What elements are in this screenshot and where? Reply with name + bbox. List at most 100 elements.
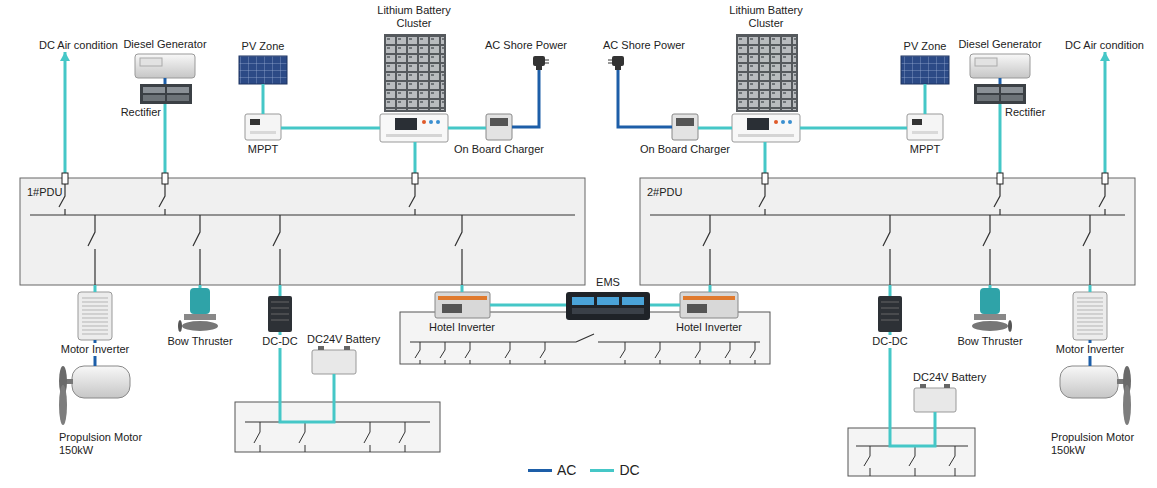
dcdc-node: DC-DC xyxy=(878,296,902,332)
legend-swatch xyxy=(590,469,614,472)
rectifier-node: Rectifier xyxy=(974,84,1026,104)
fuse-symbol xyxy=(762,173,768,184)
rectifier-icon xyxy=(977,87,999,93)
pdu-bus xyxy=(703,215,1090,285)
pv-node: PV Zone xyxy=(239,56,287,84)
ems-icon xyxy=(597,297,619,305)
power-line xyxy=(512,70,539,127)
power-line xyxy=(279,285,282,296)
battery-controller-icon xyxy=(422,120,426,124)
inverter-node: Hotel Inverter xyxy=(680,292,738,318)
shore-plug-icon xyxy=(612,56,624,66)
power-line xyxy=(448,127,486,130)
propulsion-motor-icon xyxy=(1060,366,1118,398)
motor-inverter-icon xyxy=(78,292,112,340)
hotel-inverter-icon xyxy=(442,304,462,313)
charger-icon xyxy=(672,114,698,140)
dc-dc-icon xyxy=(881,302,899,320)
node-label: Lithium Battery Cluster xyxy=(717,4,815,30)
dc24v-battery-icon xyxy=(344,346,350,350)
node-label: Bow Thruster xyxy=(956,335,1023,348)
motor-inverter-icon xyxy=(1077,296,1103,336)
pv-panel-icon xyxy=(239,56,287,84)
battery-rack-icon xyxy=(384,34,798,112)
diesel-generator-icon xyxy=(970,54,1030,78)
dc-dc-icon xyxy=(268,296,902,332)
dc24v-switchboard xyxy=(848,428,975,476)
power-line xyxy=(924,84,927,114)
motor-inverter-icon xyxy=(1073,292,1107,340)
propulsion-motor-icon xyxy=(1123,385,1131,425)
charger-icon xyxy=(486,114,512,140)
legend-text: AC xyxy=(557,462,576,478)
shore-power-node: AC Shore Power xyxy=(530,56,548,70)
mppt-icon xyxy=(245,114,281,140)
rectifier-icon xyxy=(167,87,189,93)
inverter-node: Hotel Inverter xyxy=(435,292,490,318)
fuse-symbol xyxy=(162,173,168,184)
shore-plug-icon xyxy=(533,56,545,66)
dc24v-switchboard xyxy=(235,402,440,452)
node-label: On Board Charger xyxy=(453,143,545,156)
bow-thruster-icon xyxy=(178,288,1012,332)
node-label: PV Zone xyxy=(903,40,948,53)
propulsion-motor-icon xyxy=(59,366,1131,425)
dcdc-node: DC-DC xyxy=(268,296,292,332)
dc24v-battery-icon xyxy=(312,346,956,412)
mppt-icon xyxy=(912,119,922,125)
power-line xyxy=(199,285,202,288)
power-line xyxy=(650,304,680,307)
bow-thruster-icon xyxy=(1008,320,1012,332)
bow-thruster-icon xyxy=(184,314,216,320)
rectifier-icon xyxy=(140,84,192,104)
node-label: DC Air condition xyxy=(38,39,119,52)
inverter-node: Motor Inverter xyxy=(78,292,112,340)
pv-node: PV Zone xyxy=(901,56,949,84)
charger-icon xyxy=(676,118,694,126)
battery-controller-icon xyxy=(747,118,769,130)
power-line xyxy=(94,285,97,292)
generator-node: Diesel Generator xyxy=(135,54,195,78)
inverter-node: Motor Inverter xyxy=(1073,292,1107,340)
hotel-switchboard xyxy=(410,334,760,342)
dc24v-battery-icon xyxy=(944,384,950,388)
generator-node: Diesel Generator xyxy=(970,54,1030,78)
power-line xyxy=(698,127,732,130)
battery-controller-icon xyxy=(429,120,433,124)
pdu-bus xyxy=(30,214,1125,215)
bow-thruster-icon xyxy=(972,321,1008,331)
motor-node: Propulsion Motor 150kW xyxy=(58,366,138,428)
mppt-icon xyxy=(250,131,276,134)
power-line xyxy=(164,104,167,178)
node-label: Motor Inverter xyxy=(60,343,130,356)
node-label: DC24V Battery xyxy=(306,333,381,346)
dc24v-switchboard xyxy=(235,402,975,476)
diesel-generator-icon xyxy=(140,58,162,66)
battery-controller-icon xyxy=(738,134,794,137)
node-label: 1#PDU xyxy=(26,186,63,199)
fuse-symbol xyxy=(1102,173,1108,184)
fuse-symbol xyxy=(997,173,1003,184)
bow-thruster-icon xyxy=(980,288,1000,314)
battery-controller-icon xyxy=(788,120,792,124)
battery-node: DC24V Battery xyxy=(312,350,356,374)
node-label: AC Shore Power xyxy=(602,39,686,52)
bow-thruster-icon xyxy=(178,320,182,332)
dc-dc-icon xyxy=(271,302,289,320)
rectifier-icon xyxy=(1001,87,1023,93)
ems-icon xyxy=(572,297,594,305)
battery-node: Lithium Battery Cluster xyxy=(732,34,800,142)
battery-controller-icon xyxy=(774,120,778,124)
legend-swatch xyxy=(528,469,552,472)
shore-plug-icon xyxy=(533,56,624,70)
node-label: DC Air condition xyxy=(1064,39,1145,52)
dc24v-switchboard xyxy=(254,422,405,452)
node-label: 2#PDU xyxy=(646,186,683,199)
battery-rack-icon xyxy=(386,36,444,110)
hotel-inverter-icon xyxy=(683,296,735,300)
ems-icon xyxy=(566,292,650,320)
legend: ACDC xyxy=(528,462,654,478)
dc24v-battery-icon xyxy=(920,384,926,388)
bow-thruster-icon xyxy=(182,321,218,331)
